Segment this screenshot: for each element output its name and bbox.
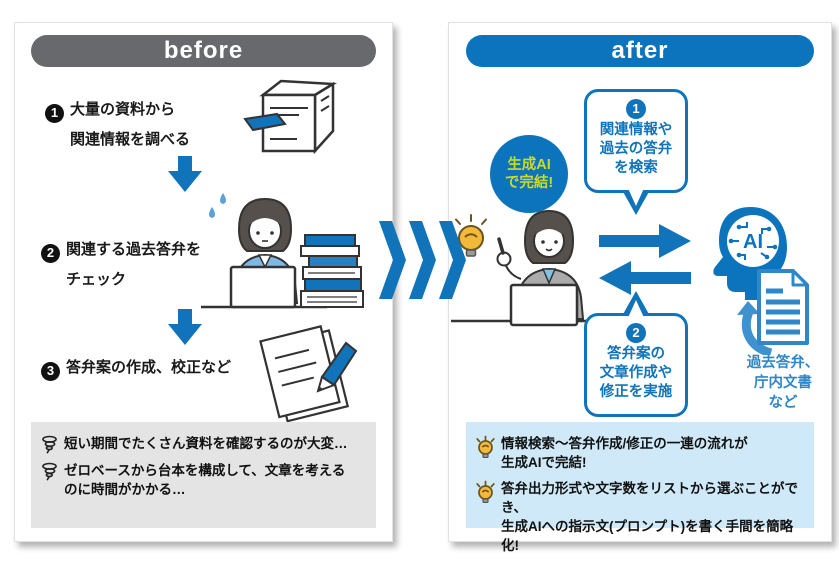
document-caption-line-1: 過去答弁、 <box>746 355 820 371</box>
before-header: before <box>31 35 376 67</box>
after-header: after <box>466 35 814 67</box>
badge-line-2: で完結! <box>504 175 554 191</box>
pain-point-text-line-2: のに時間がかかる… <box>64 482 186 497</box>
bubble-2-line-1: 答弁案の <box>607 345 665 362</box>
draft-paper-pencil-icon <box>259 325 358 423</box>
benefits-box: 情報検索〜答弁作成/修正の一連の流れが 生成AIで完結! 答弁出力形式や文字数を… <box>466 422 814 553</box>
before-step-2: 2 関連する過去答弁を チェック <box>41 235 201 295</box>
worker-with-books-icon <box>201 193 364 309</box>
benefit-text-line-1: 情報検索〜答弁作成/修正の一連の流れが <box>501 436 748 451</box>
document-caption-line-2: 庁内文書 <box>754 375 812 391</box>
triple-chevron-right-icon <box>379 221 466 299</box>
bubble-tail <box>622 291 650 320</box>
step-1-number-badge: 1 <box>45 103 64 123</box>
bubble-2-number-badge: 2 <box>626 322 646 343</box>
lightbulb-icon <box>476 435 495 458</box>
pain-point-text: 短い期間でたくさん資料を確認するのが大変… <box>64 436 348 451</box>
step-3-text: 答弁案の作成、校正など <box>66 359 232 376</box>
bubble-1-number-badge: 1 <box>626 98 646 119</box>
bubble-1-line-1: 関連情報や <box>599 121 673 138</box>
before-panel: before 1 大量の資料から 関連情報を調べる 2 関連する過去答弁を チェック <box>14 22 393 542</box>
step-3-number-badge: 3 <box>41 361 60 381</box>
pain-point-item: ゼロベースから台本を構成して、文章を考える のに時間がかかる… <box>41 461 366 499</box>
before-step-3: 3 答弁案の作成、校正など <box>41 353 231 383</box>
worker-with-idea-icon <box>451 209 603 327</box>
benefit-item: 情報検索〜答弁作成/修正の一連の流れが 生成AIで完結! <box>476 434 804 472</box>
step-2-text-line-2: チェック <box>66 271 127 288</box>
speech-bubble-search: 1 関連情報や 過去の答弁 を検索 <box>584 89 688 215</box>
pain-points-box: 短い期間でたくさん資料を確認するのが大変… ゼロベースから台本を構成して、文章を… <box>31 422 376 528</box>
document-caption-line-3: など <box>768 395 798 411</box>
benefit-text-line-1: 答弁出力形式や文字数をリストから選ぶことができ、 <box>501 481 798 515</box>
tornado-icon <box>42 462 57 481</box>
bubble-tail <box>622 186 650 215</box>
document-caption: 過去答弁、 庁内文書 など <box>735 353 831 413</box>
benefit-text-line-2: 生成AIへの指示文(プロンプト)を書く手間を簡略化! <box>501 519 794 553</box>
copier-icon <box>243 79 338 155</box>
pain-point-text-line-1: ゼロベースから台本を構成して、文章を考える <box>64 463 346 478</box>
down-arrow-icon <box>168 156 202 192</box>
before-step-1: 1 大量の資料から 関連情報を調べる <box>45 95 190 155</box>
after-panel: after 生成AI で完結! 1 関連情報や 過去の答弁 を検索 <box>448 22 832 553</box>
step-1-text-line-1: 大量の資料から <box>70 101 176 118</box>
benefit-text-line-2: 生成AIで完結! <box>501 455 587 470</box>
down-arrow-icon <box>168 309 202 345</box>
lightbulb-icon <box>476 480 495 503</box>
ai-label: AI <box>743 231 763 253</box>
speech-bubble-drafting: 2 答弁案の 文章作成や 修正を実施 <box>584 291 688 417</box>
bubble-1-line-3: を検索 <box>614 159 658 176</box>
bubble-2-line-2: 文章作成や <box>599 364 673 381</box>
pain-point-item: 短い期間でたくさん資料を確認するのが大変… <box>41 434 366 454</box>
benefit-item: 答弁出力形式や文字数をリストから選ぶことができ、 生成AIへの指示文(プロンプト… <box>476 479 804 555</box>
bubble-2-line-3: 修正を実施 <box>599 383 673 400</box>
left-arrow-icon <box>599 261 691 295</box>
generative-ai-badge: 生成AI で完結! <box>490 135 568 213</box>
bubble-1-line-2: 過去の答弁 <box>599 140 673 157</box>
tornado-icon <box>42 435 57 454</box>
badge-line-1: 生成AI <box>507 157 551 173</box>
curved-up-arrow-icon <box>737 301 773 355</box>
step-1-text-line-2: 関連情報を調べる <box>70 131 191 148</box>
step-2-number-badge: 2 <box>41 243 60 263</box>
document-icon <box>757 269 809 345</box>
step-2-text-line-1: 関連する過去答弁を <box>66 241 202 258</box>
right-arrow-icon <box>599 224 691 258</box>
lightbulb-icon <box>455 214 487 257</box>
